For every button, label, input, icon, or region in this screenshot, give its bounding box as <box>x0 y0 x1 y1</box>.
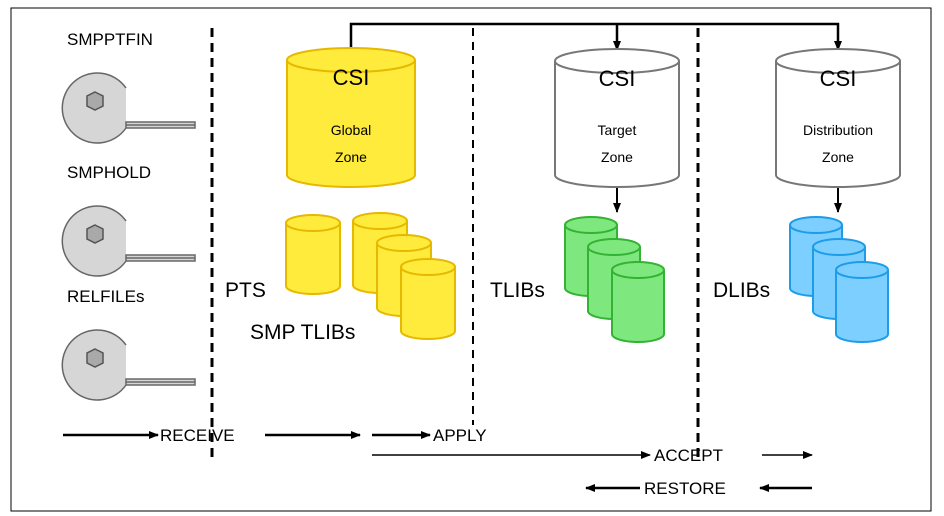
pts-dataset <box>285 214 341 295</box>
csi-connectors <box>349 22 842 51</box>
csi-title: CSI <box>599 66 636 91</box>
dlibs-label: DLIBs <box>713 279 770 302</box>
receive-label: RECEIVE <box>160 426 235 445</box>
smp-tlibs-stack <box>352 212 456 340</box>
csi-line1: Distribution <box>803 122 873 138</box>
tape-label-smpptfin: SMPPTFIN <box>67 30 153 49</box>
csi-title: CSI <box>820 66 857 91</box>
tape-relfiles: RELFILEs <box>61 287 196 401</box>
restore-label: RESTORE <box>644 479 726 498</box>
accept-flow: ACCEPT <box>372 446 813 465</box>
csi-line2: Zone <box>822 149 854 165</box>
accept-label: ACCEPT <box>654 446 723 465</box>
csi-line1: Target <box>598 122 637 138</box>
apply-flow: APPLY <box>372 426 487 445</box>
csi-line2: Zone <box>335 149 367 165</box>
csi-title: CSI <box>333 65 370 90</box>
tape-hub-icon <box>86 348 104 368</box>
apply-label: APPLY <box>433 426 487 445</box>
csi-line2: Zone <box>601 149 633 165</box>
tape-label-smphold: SMPHOLD <box>67 163 151 182</box>
pts-label: PTS <box>225 279 266 302</box>
receive-flow: RECEIVE <box>63 426 361 445</box>
csi-distribution-zone: CSI Distribution Zone <box>775 48 901 188</box>
dlibs-stack <box>789 216 889 343</box>
tape-smpptfin: SMPPTFIN <box>61 30 196 144</box>
csi-global-zone: CSI Global Zone <box>286 47 416 188</box>
csi-line1: Global <box>331 122 371 138</box>
csi-target-zone: CSI Target Zone <box>554 48 680 188</box>
restore-flow: RESTORE <box>585 479 812 498</box>
smp-tlibs-label: SMP TLIBs <box>250 321 355 344</box>
tape-label-relfiles: RELFILEs <box>67 287 144 306</box>
tlibs-label: TLIBs <box>490 279 545 302</box>
tape-smphold: SMPHOLD <box>61 163 196 277</box>
tlibs-stack <box>564 216 665 343</box>
tape-hub-icon <box>86 224 104 244</box>
tape-hub-icon <box>86 91 104 111</box>
